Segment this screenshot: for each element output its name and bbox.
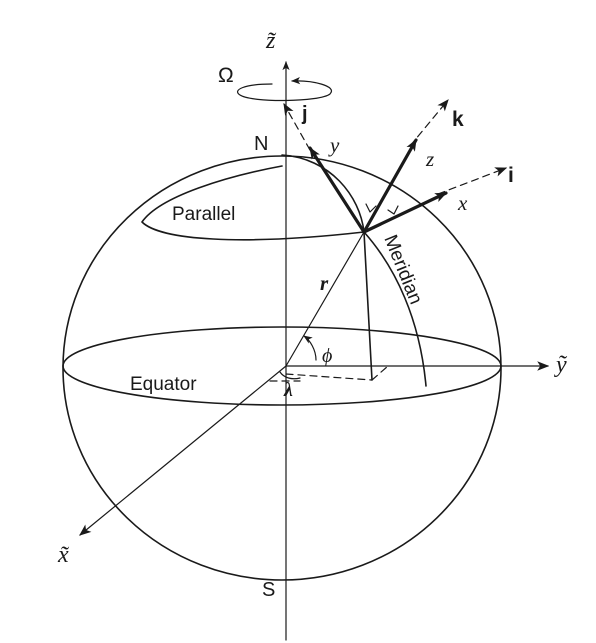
north-pole-label: N	[254, 133, 268, 155]
omega-rotation-arc	[237, 77, 333, 102]
meridian-label: Meridian	[379, 232, 426, 307]
z-local-label: z	[425, 147, 434, 171]
lambda-angle-arc	[279, 371, 301, 380]
local-x-axis	[362, 191, 448, 234]
omega-label: Ω	[218, 64, 234, 87]
phi-angle-arc	[303, 335, 317, 361]
equatorial-projection-dashed	[285, 373, 373, 381]
j-axis-dashed	[283, 102, 311, 151]
y-local-label: y	[328, 133, 340, 157]
equator-label: Equator	[130, 374, 197, 395]
i-unit-vector-label: i	[508, 164, 514, 187]
parallel-circle	[141, 165, 365, 241]
x-local-label: x	[457, 191, 468, 215]
y-tilde-label: ỹ	[554, 352, 568, 378]
dashed-to-meridian	[371, 365, 389, 381]
k-unit-vector-label: k	[452, 108, 464, 131]
r-vector-label: r	[320, 271, 329, 295]
phi-angle-label: ϕ	[322, 345, 332, 367]
local-y-axis	[308, 146, 366, 234]
i-axis-dashed	[437, 167, 508, 195]
j-unit-vector-label: j	[301, 103, 308, 125]
z-tilde-label: z̃	[265, 28, 277, 54]
k-axis-dashed	[409, 99, 449, 147]
vertical-projection-line	[363, 231, 373, 381]
right-angle-mark-2	[387, 205, 399, 215]
parallel-label: Parallel	[172, 204, 235, 225]
lambda-angle-label: λ	[283, 379, 293, 401]
right-angle-mark-1	[365, 203, 377, 213]
meridian-curve	[281, 154, 427, 387]
x-tilde-axis	[79, 365, 287, 536]
local-z-axis	[362, 138, 418, 234]
x-tilde-label: x̃	[57, 542, 70, 568]
position-vector-r	[285, 231, 365, 367]
south-pole-label: S	[262, 579, 275, 601]
earth-sphere-outline	[62, 155, 502, 581]
